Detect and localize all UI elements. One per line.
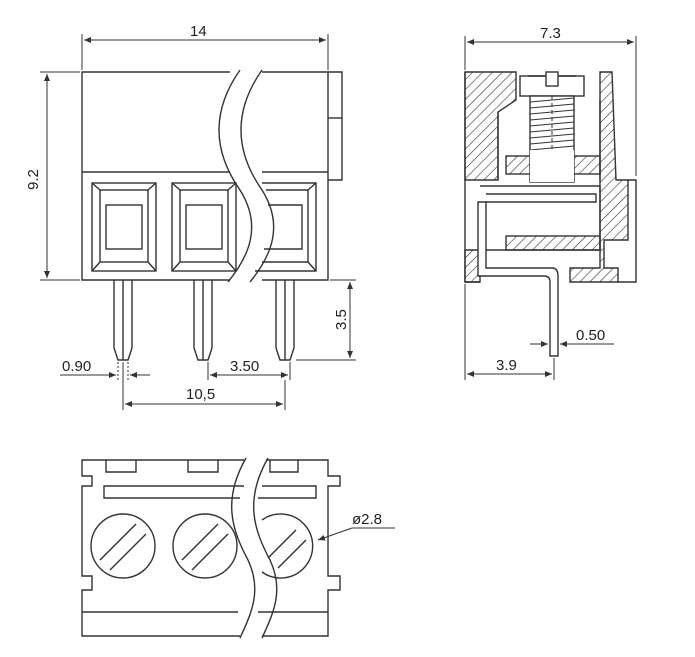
screw-1	[90, 513, 156, 579]
front-view	[81, 69, 343, 361]
break-line-1	[218, 69, 253, 283]
dim-pin-width: 0.90	[62, 358, 91, 375]
wire-opening-3	[255, 182, 317, 272]
side-view	[464, 71, 637, 357]
side-pin	[477, 201, 559, 357]
side-dimensions	[464, 36, 637, 380]
dim-height: 9.2	[25, 169, 42, 190]
front-body-right	[262, 71, 329, 281]
screw-3	[261, 513, 314, 579]
dim-width: 14	[190, 23, 207, 40]
top-view	[81, 457, 341, 639]
dim-span: 10,5	[186, 386, 215, 403]
dim-pitch: 3.50	[230, 358, 259, 375]
side-body-right	[569, 71, 629, 283]
wire-opening-1	[91, 182, 157, 272]
dim-depth: 7.3	[540, 25, 561, 42]
dim-pin-length: 3.5	[333, 309, 350, 330]
dim-pin-offset: 3.9	[496, 357, 517, 374]
top-body-right	[262, 459, 341, 637]
front-dimensions	[40, 34, 356, 410]
side-dim-labels: 7.3 3.9 0.50	[496, 25, 605, 374]
dim-pin-thickness: 0.50	[576, 327, 605, 344]
top-body-left	[81, 459, 244, 637]
dim-screw-diameter: ø2.8	[352, 511, 382, 528]
front-body-left	[81, 71, 230, 281]
front-dim-labels: 14 9.2 3.5 0.90 3.50 10,5	[25, 23, 350, 403]
front-side-step	[328, 71, 343, 181]
top-dimensions	[317, 527, 395, 541]
wire-opening-2	[171, 182, 237, 272]
screw-2	[172, 513, 238, 579]
break-line-2	[240, 69, 275, 283]
